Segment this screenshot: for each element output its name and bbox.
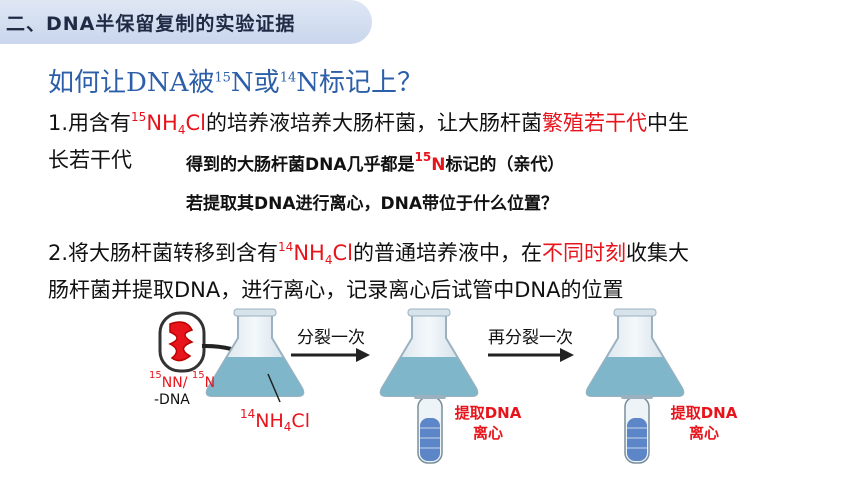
flask-initial-icon xyxy=(205,308,305,397)
note-centrifuge-question: 若提取其DNA进行离心，DNA带位于什么位置？ xyxy=(186,194,558,214)
question-title: 如何让DNA被15N或14N标记上？ xyxy=(48,68,423,98)
cell-label-dna: -DNA xyxy=(154,392,190,408)
step-1: 1.用含有15NH4Cl的培养液培养大肠杆菌，让大肠杆菌繁殖若干代中生长若干代 xyxy=(48,110,689,172)
flask-gen1-icon xyxy=(379,308,479,397)
section-title: 二、DNA半保留复制的实验证据 xyxy=(6,13,296,35)
flask-gen2-icon xyxy=(585,308,685,397)
test-tube-1-icon xyxy=(414,395,446,464)
medium-label: 14NH4Cl xyxy=(240,407,310,434)
test-tube-2-icon xyxy=(621,395,653,464)
medium-pointer-line xyxy=(267,373,281,403)
note-parent-generation: 得到的大肠杆菌DNA几乎都是15N标记的（亲代） xyxy=(186,150,565,175)
ecoli-cell-icon xyxy=(158,311,206,373)
experiment-diagram xyxy=(158,308,685,464)
arrow-2-label: 再分裂一次 xyxy=(488,328,573,348)
cell-label: 15NN/ 15N xyxy=(149,370,216,391)
step-2: 2.将大肠杆菌转移到含有14NH4Cl的普通培养液中，在不同时刻收集大肠杆菌并提… xyxy=(48,240,689,302)
section-header: 二、DNA半保留复制的实验证据 xyxy=(0,0,372,44)
header-banner xyxy=(0,0,372,44)
division-arrow-2 xyxy=(488,348,574,362)
arrow-1-label: 分裂一次 xyxy=(297,328,365,348)
division-arrow-1 xyxy=(291,348,370,362)
